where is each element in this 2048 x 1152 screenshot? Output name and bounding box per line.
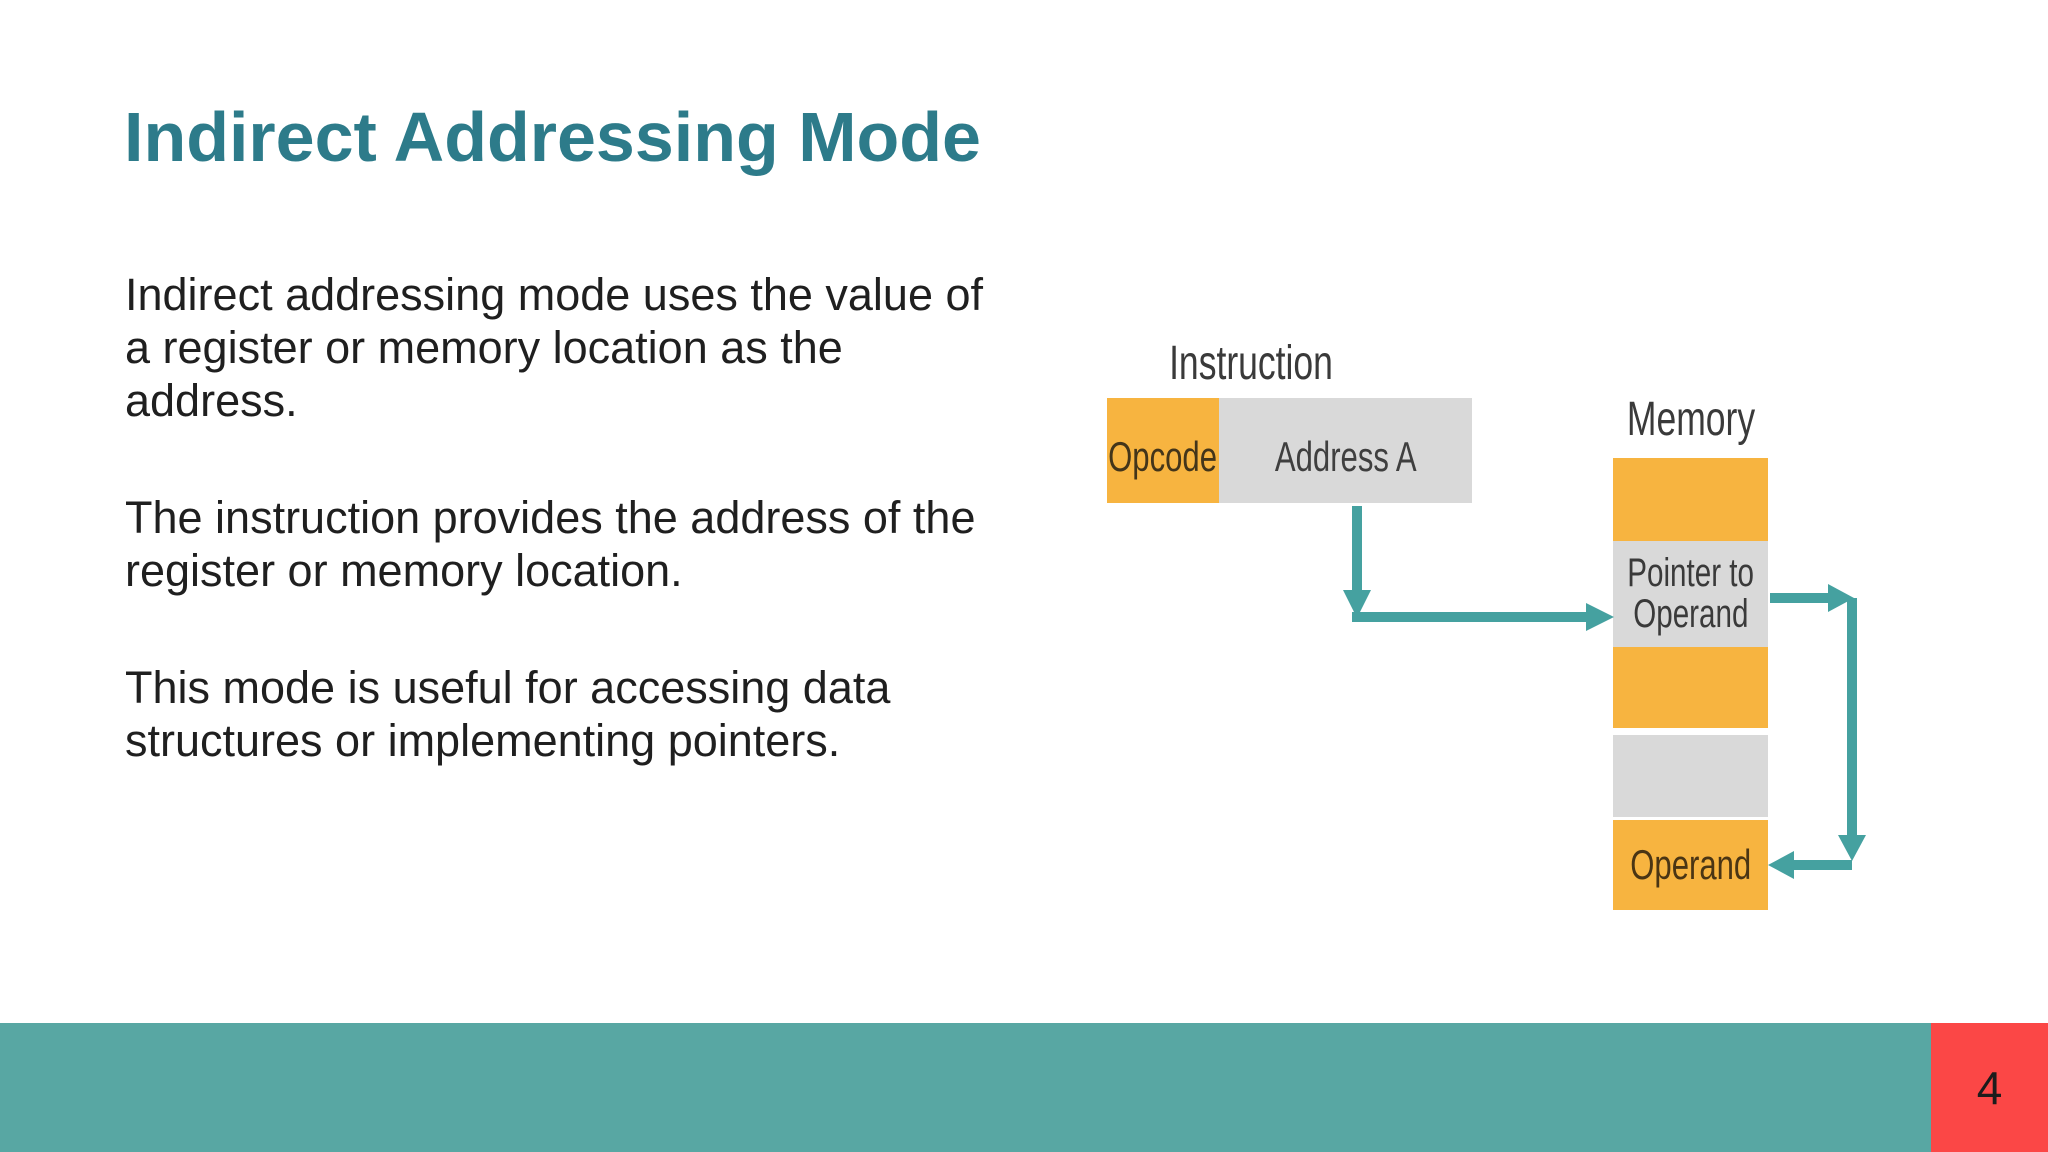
memory-cell-orange-2 <box>1613 647 1768 728</box>
paragraph: This mode is useful for accessing data s… <box>125 661 983 767</box>
memory-cell-gray-2 <box>1613 735 1768 817</box>
text-line: This mode is useful for accessing data <box>125 662 891 713</box>
opcode-label: Opcode <box>1108 432 1218 480</box>
footer-bar <box>0 1023 2048 1152</box>
instruction-box: Opcode Address A <box>1107 398 1472 503</box>
address-label: Address A <box>1274 432 1417 480</box>
text-line: a register or memory location as the <box>125 322 843 373</box>
arrow-instruction-down <box>1343 506 1371 618</box>
memory-cell-pointer: Pointer to Operand <box>1613 541 1768 647</box>
memory-column: Pointer to Operand Operand <box>1613 458 1768 910</box>
arrow-pointer-out <box>1770 584 1854 612</box>
paragraph: The instruction provides the address of … <box>125 491 983 597</box>
memory-cell-orange-1 <box>1613 458 1768 541</box>
text-line: The instruction provides the address of … <box>125 492 976 543</box>
text-line: structures or implementing pointers. <box>125 715 841 766</box>
pointer-label-line1: Pointer to <box>1627 551 1754 595</box>
text-line: register or memory location. <box>125 545 683 596</box>
page-number: 4 <box>1976 1061 2003 1114</box>
body-text: Indirect addressing mode uses the value … <box>125 268 983 831</box>
arrow-into-operand <box>1768 851 1852 879</box>
page-number-box: 4 <box>1931 1023 2048 1152</box>
opcode-cell: Opcode <box>1107 398 1219 503</box>
text-line: address. <box>125 375 298 426</box>
memory-cell-operand: Operand <box>1613 820 1768 910</box>
operand-label: Operand <box>1630 841 1751 888</box>
instruction-label: Instruction <box>1169 337 1333 390</box>
memory-label: Memory <box>1626 393 1756 446</box>
arrow-right-down <box>1838 598 1866 861</box>
page-title: Indirect Addressing Mode <box>124 98 981 176</box>
arrow-into-pointer <box>1352 603 1614 631</box>
text-line: Indirect addressing mode uses the value … <box>125 269 984 320</box>
pointer-label-line2: Operand <box>1632 592 1749 636</box>
address-cell: Address A <box>1219 398 1472 503</box>
paragraph: Indirect addressing mode uses the value … <box>125 268 983 427</box>
